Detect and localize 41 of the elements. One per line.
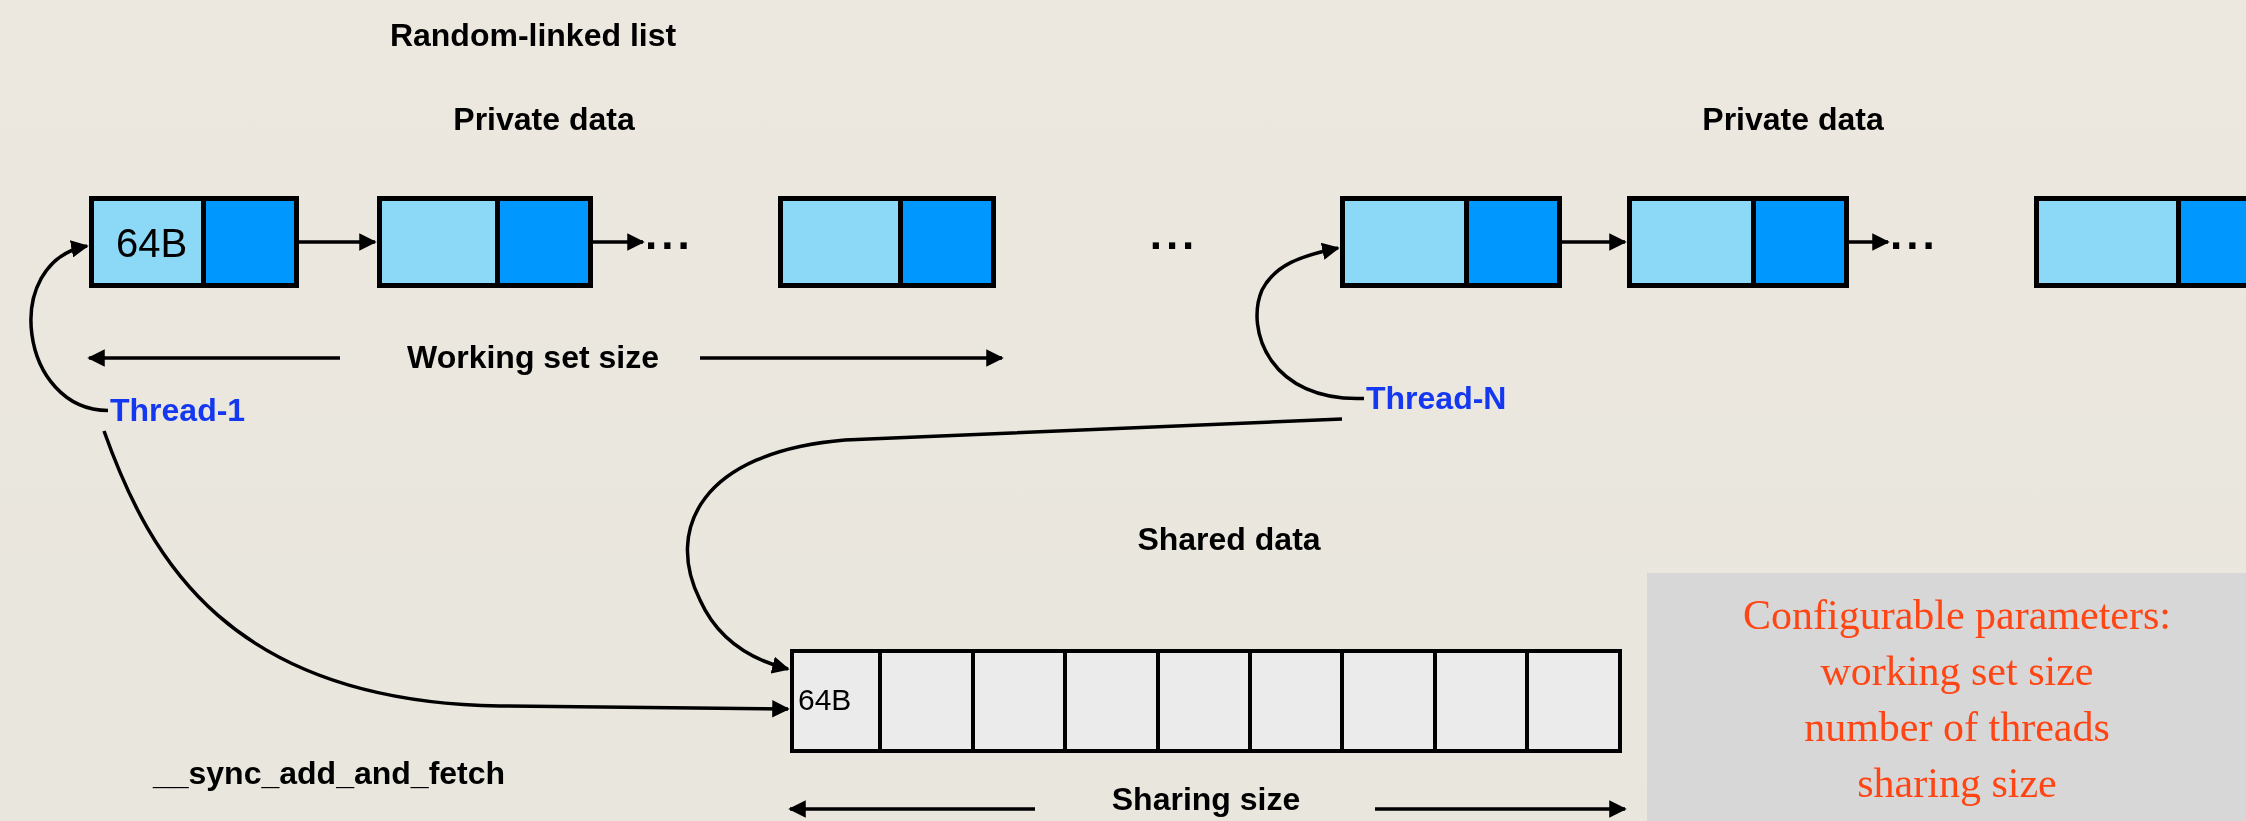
cell-label: 64B bbox=[798, 683, 852, 717]
list-node-box bbox=[1627, 196, 1849, 288]
arrow bbox=[29, 242, 109, 413]
text-label: __sync_add_and_fetch bbox=[152, 756, 506, 790]
text-label: Working set size bbox=[407, 340, 659, 374]
array-cell bbox=[1252, 649, 1345, 753]
array-cell bbox=[790, 649, 883, 753]
note-text: working set size bbox=[1819, 647, 2095, 696]
arrow bbox=[102, 430, 790, 718]
text-label: Random-linked list bbox=[389, 18, 677, 52]
list-node-box bbox=[377, 196, 593, 288]
array-cell bbox=[1436, 649, 1530, 753]
node-label: 64B bbox=[116, 221, 188, 266]
arrow bbox=[299, 233, 377, 251]
arrow bbox=[1255, 242, 1365, 401]
array-cell bbox=[1159, 649, 1252, 753]
thread-label: Thread-N bbox=[1366, 380, 1507, 417]
note-text: sharing size bbox=[1856, 759, 2058, 808]
arrow bbox=[1849, 233, 1890, 251]
thread-label: Thread-1 bbox=[110, 392, 246, 429]
array-cell bbox=[1344, 649, 1437, 753]
ellipsis: ... bbox=[1149, 214, 1199, 254]
list-node-box bbox=[2034, 196, 2246, 288]
array-cell bbox=[1529, 649, 1622, 753]
text-label: Shared data bbox=[1137, 522, 1321, 556]
list-node-box bbox=[778, 196, 996, 288]
ellipsis: ... bbox=[1890, 214, 1939, 254]
note-text: number of threads bbox=[1803, 703, 2111, 752]
text-label: Private data bbox=[453, 102, 635, 136]
list-node-box bbox=[1340, 196, 1562, 288]
arrow bbox=[686, 417, 1343, 674]
text-label: Private data bbox=[1702, 102, 1884, 136]
list-node-box bbox=[89, 196, 299, 288]
array-cell bbox=[1067, 649, 1160, 753]
ellipsis: ... bbox=[645, 214, 694, 254]
arrow bbox=[1562, 233, 1627, 251]
array-cell bbox=[882, 649, 975, 753]
arrow bbox=[593, 233, 645, 251]
note-text: Configurable parameters: bbox=[1742, 591, 2172, 640]
text-label: Sharing size bbox=[1111, 782, 1301, 816]
array-cell bbox=[974, 649, 1068, 753]
